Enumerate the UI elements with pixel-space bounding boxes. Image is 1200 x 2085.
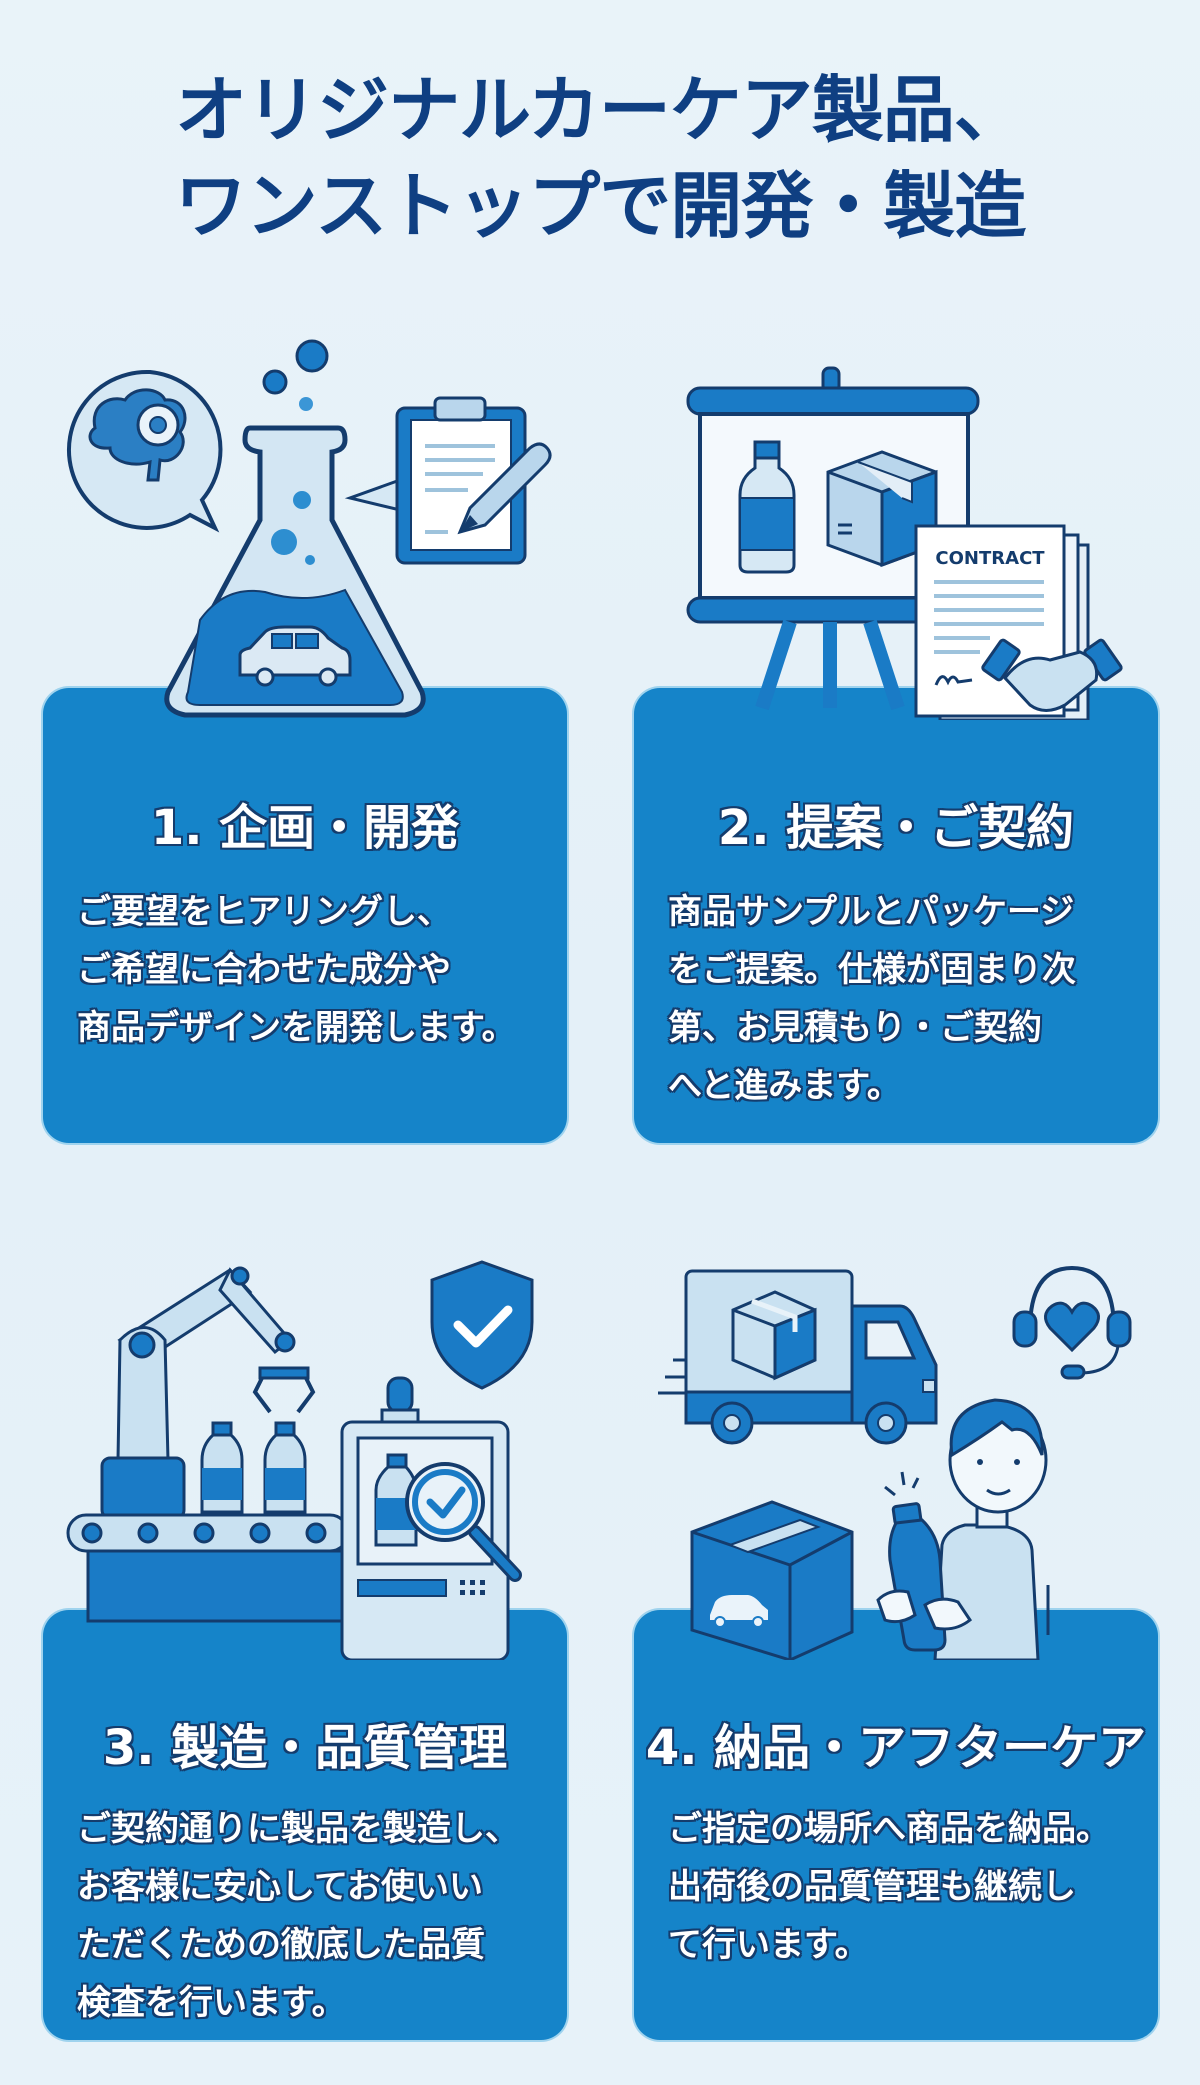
robot-arm-icon [100, 1266, 316, 1520]
step-heading: 4. 納品・アフターケア [645, 1720, 1147, 1776]
clipboard-icon [344, 396, 527, 565]
magnifier-check-icon [405, 1462, 522, 1582]
brain-gear-icon [66, 369, 223, 533]
step-description: ご契約通りに製品を製造し、 お客様に安心してお使いい ただくための徹底した品質 … [77, 1809, 519, 2023]
headset-heart-icon [1012, 1265, 1132, 1380]
step-card-1: 1. 企画・開発 ご要望をヒアリングし、 ご希望に合わせた成分や 商品デザインを… [43, 688, 567, 1143]
step-2-illustration: CONTRACT [660, 360, 1140, 720]
pencil-icon [457, 442, 552, 535]
step-1-illustration [50, 320, 570, 720]
step-4-illustration [640, 1240, 1160, 1660]
step-card-4: 4. 納品・アフターケア ご指定の場所へ商品を納品。 出荷後の品質管理も継続し … [634, 1610, 1158, 2040]
step-card-3: 3. 製造・品質管理 ご契約通りに製品を製造し、 お客様に安心してお使いい ただ… [43, 1610, 567, 2040]
svg-text:CONTRACT: CONTRACT [935, 548, 1045, 569]
shield-check-icon [430, 1260, 534, 1390]
bottle-icon [738, 440, 796, 574]
title-line-1: オリジナルカーケア製品、 [175, 68, 1026, 152]
step-heading: 2. 提案・ご契約 [717, 800, 1075, 856]
bottle-icon [876, 1471, 973, 1652]
step-description: ご指定の場所へ商品を納品。 出荷後の品質管理も継続し て行います。 [668, 1809, 1110, 1965]
handshake-icon [981, 638, 1123, 712]
bottle-icon [200, 1421, 307, 1514]
page-title: オリジナルカーケア製品、 ワンストップで開発・製造 [0, 62, 1200, 254]
step-3-illustration [50, 1240, 570, 1660]
step-heading: 3. 製造・品質管理 [102, 1720, 508, 1776]
step-description: 商品サンプルとパッケージ をご提案。仕様が固まり次 第、お見積もり・ご契約 へと… [668, 892, 1076, 1106]
car-icon [238, 625, 352, 687]
step-description: ご要望をヒアリングし、 ご希望に合わせた成分や 商品デザインを開発します。 [77, 892, 516, 1048]
conveyor-belt-icon [66, 1513, 350, 1623]
step-heading: 1. 企画・開発 [150, 800, 460, 856]
title-line-2: ワンストップで開発・製造 [174, 164, 1027, 248]
box-icon [690, 1500, 854, 1660]
box-icon [731, 1290, 817, 1381]
step-card-2: 2. 提案・ご契約 商品サンプルとパッケージ をご提案。仕様が固まり次 第、お見… [634, 688, 1158, 1143]
